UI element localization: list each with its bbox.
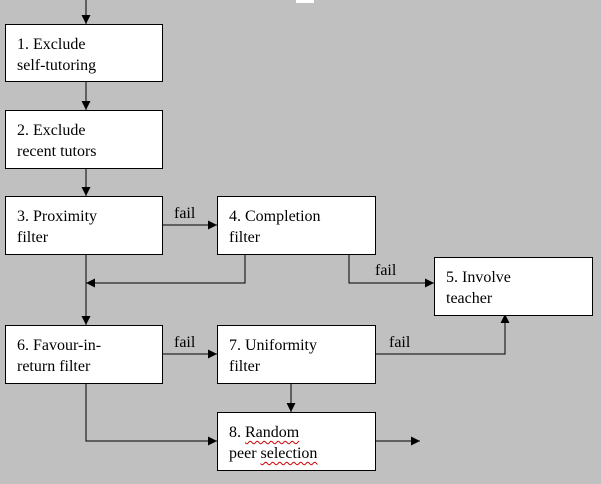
fail-label-3-to-4: fail [174, 205, 196, 222]
top-edge-mark [296, 0, 314, 3]
connector-7-to-5 [375, 314, 510, 355]
step-7-box: 7. Uniformity filter [217, 325, 376, 384]
step-8-number: 8. [229, 424, 245, 441]
step-8-line-2: peer selection [229, 443, 375, 464]
step-8-word-random: Random [245, 424, 300, 441]
step-8-line-1: 8. Random [229, 422, 375, 443]
fail-label-6-to-7: fail [174, 334, 196, 351]
step-1-box: 1. Exclude self-tutoring [5, 24, 163, 82]
step-4-box: 4. Completion filter [217, 196, 376, 255]
step-8-word-peer: peer [229, 445, 261, 462]
fail-label-7-to-5: fail [389, 334, 411, 351]
connector-6-to-8 [85, 383, 217, 446]
step-8-box: 8. Random peer selection [217, 412, 376, 471]
connector-4-to-6 [86, 254, 246, 288]
step-8-word-selection: selection [260, 445, 318, 462]
step-2-box: 2. Exclude recent tutors [5, 110, 163, 169]
step-6-box: 6. Favour-in- return filter [5, 325, 163, 384]
fail-label-4-to-5: fail [375, 262, 397, 279]
step-3-box: 3. Proximity filter [5, 196, 163, 255]
connector-4-to-5 [348, 254, 434, 288]
step-5-box: 5. Involve teacher [434, 257, 593, 316]
